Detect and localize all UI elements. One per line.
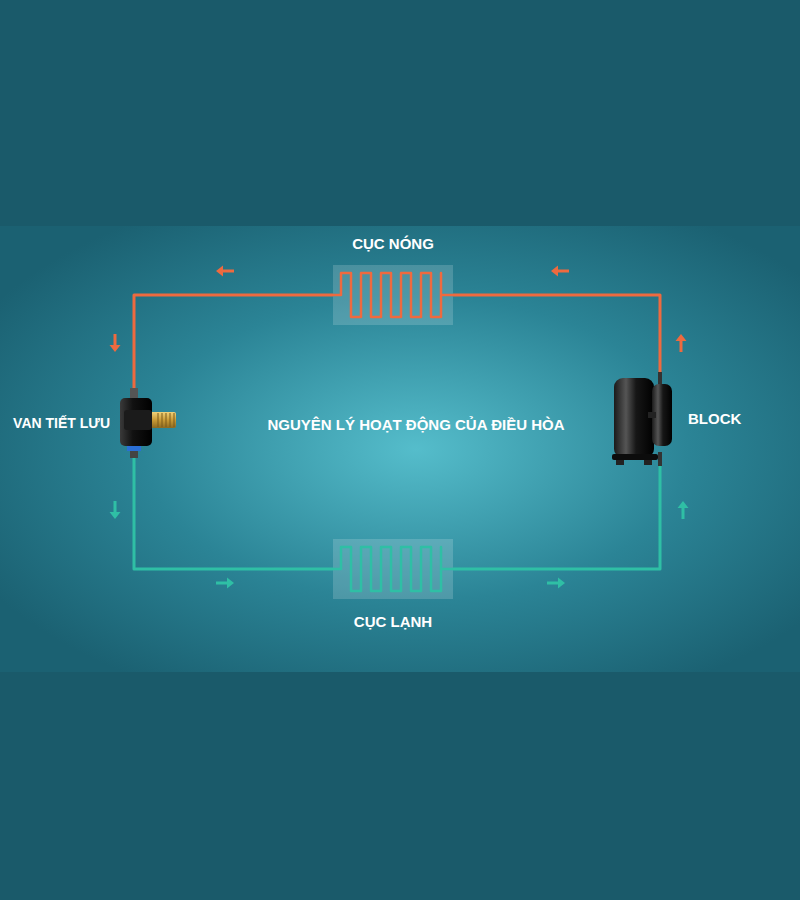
valve-block: [124, 410, 152, 430]
coil-tube: [333, 273, 453, 317]
expansion-valve: VAN TIẾT LƯU: [116, 388, 182, 458]
mounting-foot: [616, 460, 624, 465]
flow-arrow: [110, 501, 121, 519]
suction-pipe: [658, 372, 662, 386]
fitting-thread: [174, 413, 175, 427]
coil-tube: [333, 547, 453, 591]
fitting-thread: [166, 413, 167, 427]
expansion-valve-drawing: [116, 388, 182, 458]
light-band: [0, 226, 800, 672]
node-labels: VAN TIẾT LƯU: [13, 415, 110, 432]
diagram-title: NGUYÊN LÝ HOẠT ĐỘNG CỦA ĐIỀU HÒA: [268, 416, 565, 433]
coil-panel: [333, 539, 453, 599]
connector-tube: [648, 412, 656, 418]
flow-arrow: [551, 266, 569, 277]
fitting-thread: [170, 413, 171, 427]
compressor: BLOCK: [612, 372, 676, 466]
condenser-coil: CỤC NÓNG: [333, 265, 453, 325]
flow-arrow: [110, 334, 121, 352]
coil-panel: [333, 265, 453, 325]
flow-arrow: [678, 501, 689, 519]
flow-arrow: [547, 578, 565, 589]
evaporator-coil-drawing: [333, 539, 453, 599]
evaporator-coil: CỤC LẠNH: [333, 539, 453, 599]
part-label: CỤC NÓNG: [352, 235, 434, 253]
part-label: BLOCK: [688, 410, 741, 428]
refrigerant-line: [453, 466, 660, 569]
outlet-pipe: [658, 452, 662, 466]
part-label: VAN TIẾT LƯU: [13, 415, 110, 432]
flow-arrow: [676, 334, 687, 352]
mounting-foot: [644, 460, 652, 465]
node-labels: BLOCK: [688, 410, 741, 428]
flow-arrow: [216, 266, 234, 277]
brass-fitting: [150, 412, 176, 428]
node-labels: CỤC NÓNG: [352, 235, 434, 253]
compressor-drawing: [612, 372, 676, 466]
fitting-thread: [158, 413, 159, 427]
fitting-thread: [162, 413, 163, 427]
blue-ring: [127, 446, 141, 451]
refrigerant-line: [134, 295, 333, 388]
node-labels: CỤC LẠNH: [354, 613, 432, 631]
flow-arrow: [216, 578, 234, 589]
valve-body: [120, 398, 152, 446]
refrigerant-line: [134, 458, 333, 569]
mounting-base: [612, 454, 658, 460]
refrigerant-line: [453, 295, 660, 372]
part-label: CỤC LẠNH: [354, 613, 432, 631]
condenser-coil-drawing: [333, 265, 453, 325]
valve-outlet: [130, 451, 138, 458]
